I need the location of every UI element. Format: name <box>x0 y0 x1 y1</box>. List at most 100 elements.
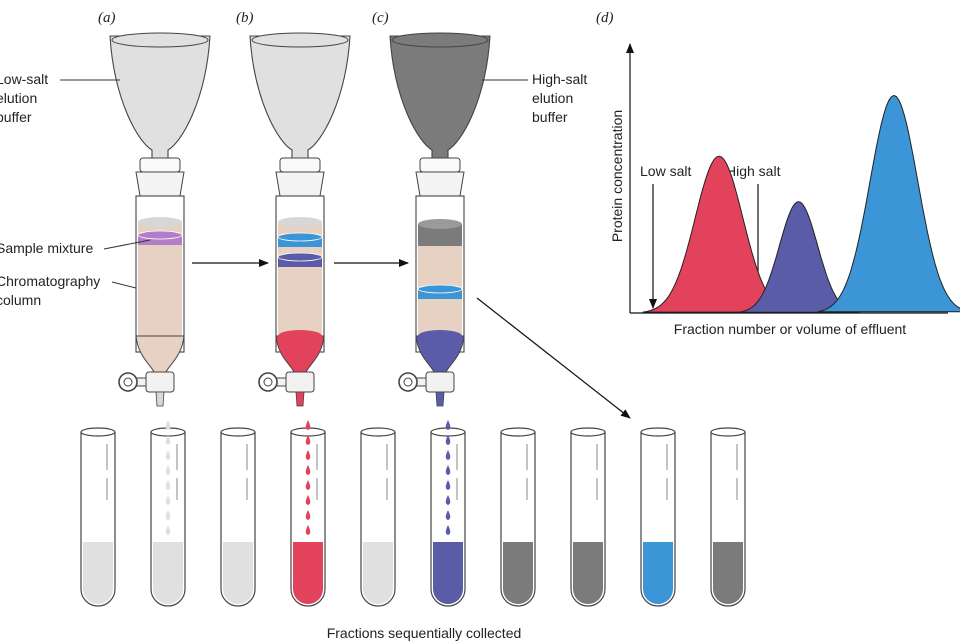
test-tube <box>150 420 186 607</box>
fraction-tubes <box>80 420 746 607</box>
drop <box>305 495 311 505</box>
drop <box>445 525 451 535</box>
tube-liquid <box>433 542 463 604</box>
drop <box>305 465 311 475</box>
eluting-band <box>278 330 322 342</box>
tube-liquid <box>503 542 533 604</box>
outlet-tip <box>295 391 305 407</box>
svg-text:Sample mixture: Sample mixture <box>0 240 93 256</box>
svg-text:Chromatography: Chromatography <box>0 273 100 289</box>
fractions-caption: Fractions sequentially collected <box>327 625 522 641</box>
tube-rim <box>640 427 676 437</box>
outlet-tip <box>435 391 445 407</box>
drop <box>165 465 171 475</box>
drop <box>165 525 171 535</box>
gray-layer <box>418 224 462 246</box>
tube-glass <box>290 432 326 607</box>
gray-layer-top <box>418 219 462 229</box>
test-tube <box>220 427 256 607</box>
drop <box>445 495 451 505</box>
protein-band-top-0 <box>417 284 463 294</box>
tube-glass <box>710 432 746 607</box>
chart-y-label: Protein concentration <box>609 110 625 242</box>
tube-rim <box>80 427 116 437</box>
chromatography-column-label: Chromatography column <box>0 273 137 308</box>
stopcock <box>145 371 175 393</box>
svg-text:buffer: buffer <box>532 109 568 125</box>
stopcock <box>285 371 315 393</box>
sample-mixture-label: Sample mixture <box>0 239 151 256</box>
drop <box>445 510 451 520</box>
column-apparatus-b <box>249 32 351 407</box>
test-tube <box>80 427 116 607</box>
test-tube <box>710 427 746 607</box>
tube-liquid <box>293 542 323 604</box>
drop <box>445 435 451 445</box>
stopcock-handle-hole <box>403 377 413 387</box>
drop <box>305 525 311 535</box>
stopper <box>419 157 461 173</box>
annotation-low-salt: Low salt <box>640 163 691 179</box>
tube-glass <box>150 432 186 607</box>
funnel <box>389 35 491 161</box>
protein-band-0 <box>138 235 182 245</box>
protein-band-top-0 <box>277 232 323 242</box>
drop <box>305 435 311 445</box>
panel-label-d: (d) <box>596 10 614 26</box>
drop <box>445 465 451 475</box>
test-tube <box>290 420 326 607</box>
test-tube <box>360 427 396 607</box>
stopper-neck <box>135 171 185 197</box>
elution-profile-chart: Protein concentration Fraction number or… <box>609 43 960 337</box>
svg-text:column: column <box>0 292 41 308</box>
svg-text:Low-salt: Low-salt <box>0 71 48 87</box>
drop <box>165 510 171 520</box>
tube-rim <box>500 427 536 437</box>
test-tube <box>500 427 536 607</box>
drop <box>445 450 451 460</box>
tube-rim <box>710 427 746 437</box>
tube-liquid <box>643 542 673 604</box>
svg-text:buffer: buffer <box>0 109 32 125</box>
drop <box>305 480 311 490</box>
high-salt-buffer-label: High-salt elution buffer <box>482 71 587 125</box>
panel-label-a: (a) <box>98 10 116 26</box>
stopper <box>279 157 321 173</box>
drop <box>445 480 451 490</box>
funnel-rim <box>111 32 209 48</box>
test-tube <box>570 427 606 607</box>
funnel-rim <box>391 32 489 48</box>
drop <box>305 510 311 520</box>
stopper-neck <box>415 171 465 197</box>
elution-peak-blue <box>817 94 960 313</box>
funnel-rim <box>251 32 349 48</box>
eluting-band <box>418 330 462 342</box>
tube-glass <box>640 432 676 607</box>
annotation-high-salt: High salt <box>726 163 781 179</box>
column-apparatus-a <box>109 32 211 407</box>
tube-glass <box>500 432 536 607</box>
protein-band-top-0 <box>137 230 183 240</box>
tube-glass <box>360 432 396 607</box>
drop <box>165 435 171 445</box>
drop <box>165 450 171 460</box>
protein-band-0 <box>418 289 462 299</box>
column-outlet <box>135 335 185 373</box>
tube-liquid <box>713 542 743 604</box>
tube-glass <box>220 432 256 607</box>
protein-band-1 <box>278 257 322 267</box>
drop <box>305 420 311 430</box>
tube-glass <box>430 432 466 607</box>
drop <box>445 420 451 430</box>
panel-label-b: (b) <box>236 10 254 26</box>
chart-peaks <box>642 94 960 313</box>
resin-top <box>278 217 322 227</box>
tube-liquid <box>223 542 253 604</box>
svg-text:High-salt: High-salt <box>532 71 587 87</box>
stopcock <box>425 371 455 393</box>
funnel <box>109 35 211 161</box>
tube-rim <box>570 427 606 437</box>
stopcock-handle-hole <box>263 377 273 387</box>
test-tube <box>430 420 466 607</box>
test-tube <box>640 427 676 607</box>
